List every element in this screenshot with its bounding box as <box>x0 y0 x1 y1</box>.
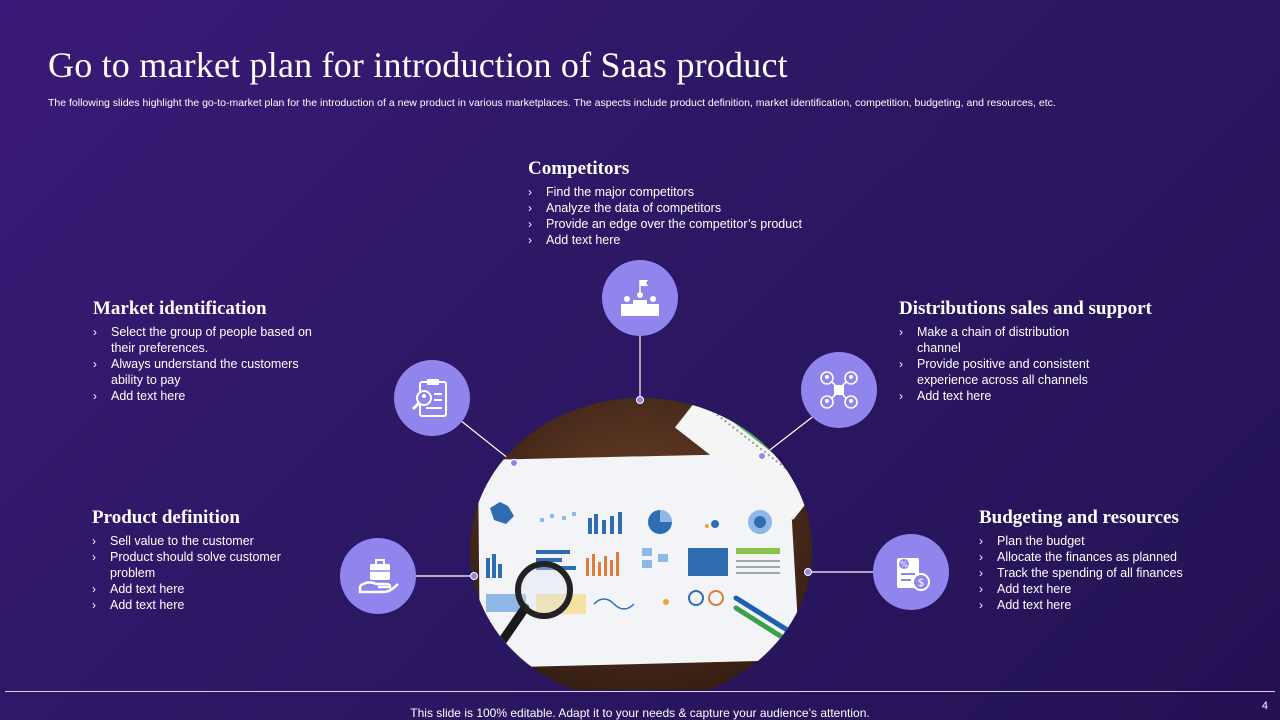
product-definition-block: Product definition Sell value to the cus… <box>92 507 307 613</box>
list-item: Provide an edge over the competitor’s pr… <box>528 216 848 232</box>
footer-note: This slide is 100% editable. Adapt it to… <box>410 706 870 720</box>
budgeting-list: Plan the budget Allocate the finances as… <box>979 533 1219 613</box>
list-item: Product should solve customer problem <box>92 549 307 581</box>
list-item: Find the major competitors <box>528 184 848 200</box>
list-item: Plan the budget <box>979 533 1219 549</box>
svg-text:%: % <box>900 560 908 569</box>
list-item: Add text here <box>899 388 1114 404</box>
page-number: 4 <box>1261 700 1268 712</box>
distribution-icon-circle <box>801 352 877 428</box>
podium-flag-icon <box>621 280 659 316</box>
market-identification-icon-circle <box>394 360 470 436</box>
market-identification-title: Market identification <box>93 298 267 319</box>
list-item: Add text here <box>93 388 318 404</box>
slide-title: Go to market plan for introduction of Sa… <box>48 45 788 85</box>
connector-dot-lower-left <box>470 572 478 580</box>
list-item: Add text here <box>528 232 848 248</box>
slide-subtitle: The following slides highlight the go-to… <box>48 97 1056 109</box>
list-item: Sell value to the customer <box>92 533 307 549</box>
competitors-list: Find the major competitors Analyze the d… <box>528 184 848 248</box>
distribution-title: Distributions sales and support <box>899 298 1152 319</box>
distribution-block: Distributions sales and support Make a c… <box>899 298 1152 404</box>
competitors-block: Competitors Find the major competitors A… <box>528 158 848 248</box>
budgeting-icon-circle: % $ <box>873 534 949 610</box>
market-identification-list: Select the group of people based on thei… <box>93 324 318 404</box>
distribution-list: Make a chain of distribution channel Pro… <box>899 324 1114 404</box>
list-item: Allocate the finances as planned <box>979 549 1219 565</box>
competitors-icon-circle <box>602 260 678 336</box>
clipboard-search-icon <box>411 379 447 417</box>
list-item: Track the spending of all finances <box>979 565 1219 581</box>
footer-divider <box>5 691 1275 692</box>
network-people-icon <box>820 371 858 409</box>
competitors-title: Competitors <box>528 158 630 179</box>
budgeting-block: Budgeting and resources Plan the budget … <box>979 507 1219 613</box>
market-identification-block: Market identification Select the group o… <box>93 298 318 404</box>
center-dashboard-image <box>470 398 812 690</box>
list-item: Add text here <box>979 581 1219 597</box>
connector-dot-top <box>636 396 644 404</box>
product-definition-icon-circle <box>340 538 416 614</box>
svg-text:$: $ <box>918 576 925 589</box>
list-item: Always understand the customers ability … <box>93 356 318 388</box>
list-item: Add text here <box>92 581 307 597</box>
list-item: Add text here <box>979 597 1219 613</box>
connector-dot-upper-right <box>758 452 766 460</box>
connector-dot-lower-right <box>804 568 812 576</box>
budget-coins-icon: % $ <box>897 558 930 591</box>
list-item: Make a chain of distribution channel <box>899 324 1114 356</box>
product-definition-list: Sell value to the customer Product shoul… <box>92 533 307 613</box>
list-item: Add text here <box>92 597 307 613</box>
product-definition-title: Product definition <box>92 507 240 528</box>
budgeting-title: Budgeting and resources <box>979 507 1179 528</box>
connector-dot-upper-left <box>510 459 518 467</box>
list-item: Select the group of people based on thei… <box>93 324 318 356</box>
list-item: Analyze the data of competitors <box>528 200 848 216</box>
list-item: Provide positive and consistent experien… <box>899 356 1114 388</box>
briefcase-hand-icon <box>358 559 399 594</box>
